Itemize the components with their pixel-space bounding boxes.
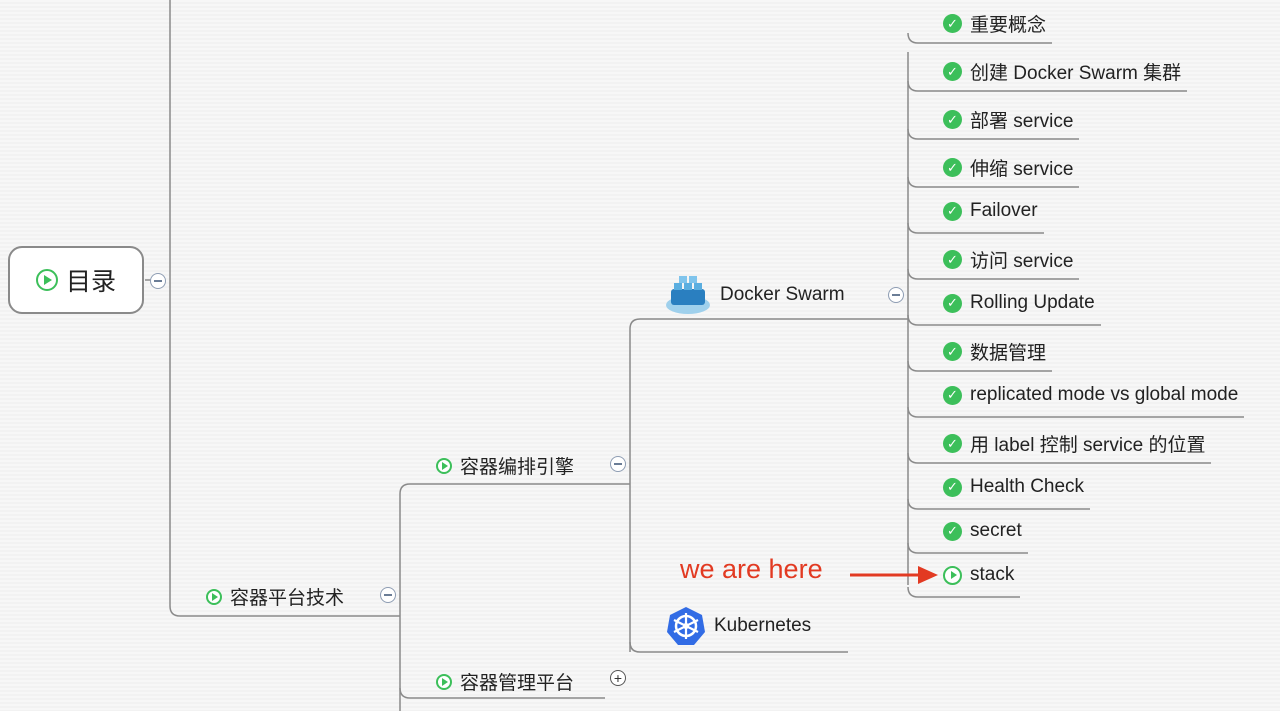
collapse-platform-toggle-icon[interactable] [380,587,396,603]
node-container-platform[interactable]: 容器平台技术 [206,583,344,610]
topic-connector [907,268,1079,280]
topic-connector [907,80,1187,92]
check-circle-icon: ✓ [943,385,962,405]
topic-label: Failover [970,200,1038,221]
topic-connector [907,176,1079,188]
play-icon [35,269,58,291]
swarm-topic-6[interactable]: ✓ Rolling Update [943,292,1095,314]
check-circle-icon: ✓ [943,434,962,453]
topic-connector [907,452,1211,464]
swarm-topic-3[interactable]: ✓ 伸缩 service [943,154,1073,181]
node-management-platform[interactable]: 容器管理平台 [436,668,574,695]
check-circle-icon: ✓ [943,342,962,361]
topic-label: 伸缩 service [970,159,1074,180]
check-circle-icon: ✓ [943,14,962,33]
check-circle-icon: ✓ [943,158,962,177]
topic-connector [907,314,1101,326]
node-kubernetes[interactable]: Kubernetes [665,605,811,647]
check-circle-icon: ✓ [943,62,962,81]
swarm-topic-0[interactable]: ✓ 重要概念 [943,10,1046,37]
play-icon [436,673,452,690]
node-label: 容器管理平台 [460,673,575,694]
expand-management-toggle-icon[interactable]: + [610,670,626,686]
topic-label: 重要概念 [970,15,1047,36]
collapse-orchestration-toggle-icon[interactable] [610,456,626,472]
swarm-topic-2[interactable]: ✓ 部署 service [943,106,1073,133]
node-label: 容器编排引擎 [460,457,575,478]
root-label: 目录 [65,268,116,296]
topic-connector [907,542,1028,554]
topic-label: stack [970,564,1015,585]
node-docker-swarm[interactable]: Docker Swarm [665,275,845,315]
swarm-topic-1[interactable]: ✓ 创建 Docker Swarm 集群 [943,58,1181,85]
play-circle-icon [943,565,962,585]
play-icon [436,457,452,474]
swarm-topic-4[interactable]: ✓ Failover [943,200,1038,222]
swarm-topic-8[interactable]: ✓ replicated mode vs global mode [943,384,1238,406]
check-circle-icon: ✓ [943,477,962,497]
check-circle-icon: ✓ [943,250,962,269]
check-circle-icon: ✓ [943,293,962,313]
play-icon [206,588,222,605]
check-circle-icon: ✓ [943,521,962,541]
topic-label: replicated mode vs global mode [970,384,1239,405]
topic-connector [907,498,1090,510]
red-arrow-icon [850,566,938,584]
topic-label: secret [970,520,1022,541]
topic-connector [907,406,1244,418]
swarm-topic-9[interactable]: ✓ 用 label 控制 service 的位置 [943,430,1205,457]
topic-label: 数据管理 [970,343,1047,364]
node-orchestration-engine[interactable]: 容器编排引擎 [436,452,574,479]
swarm-topic-10[interactable]: ✓ Health Check [943,476,1084,498]
we-are-here-annotation: we are here [680,554,823,584]
node-label: 容器平台技术 [230,588,345,609]
topic-connector [907,586,1020,598]
topic-label: Health Check [970,476,1085,497]
docker-swarm-icon [666,276,710,314]
topic-label: 访问 service [970,251,1074,272]
topic-label: 用 label 控制 service 的位置 [970,435,1206,456]
collapse-root-toggle-icon[interactable] [150,273,166,289]
topic-connector [907,128,1079,140]
topic-label: 创建 Docker Swarm 集群 [970,63,1182,84]
topic-label: 部署 service [970,111,1074,132]
kubernetes-icon [667,607,705,645]
topic-connector [907,222,1044,234]
collapse-docker-swarm-toggle-icon[interactable] [888,287,904,303]
swarm-topic-12[interactable]: stack [943,564,1014,586]
swarm-topic-11[interactable]: ✓ secret [943,520,1022,542]
swarm-topic-5[interactable]: ✓ 访问 service [943,246,1073,273]
root-node[interactable]: 目录 [8,246,144,314]
topic-connector [907,360,1052,372]
topic-connector [907,32,1052,44]
check-circle-icon: ✓ [943,110,962,129]
node-label: Docker Swarm [720,284,845,305]
swarm-topic-7[interactable]: ✓ 数据管理 [943,338,1046,365]
topic-label: Rolling Update [970,292,1095,313]
node-label: Kubernetes [714,615,812,636]
check-circle-icon: ✓ [943,201,962,221]
